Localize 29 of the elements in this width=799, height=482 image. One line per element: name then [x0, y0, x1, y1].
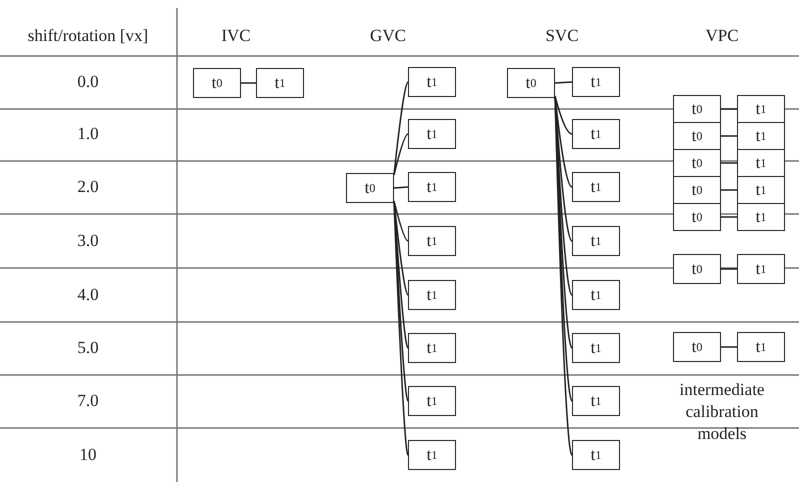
column-header: shift/rotation [vx]	[28, 26, 148, 46]
connector-line	[721, 162, 737, 164]
connector-line	[554, 96, 572, 135]
column-header: SVC	[545, 26, 579, 46]
row-label: 4.0	[77, 285, 99, 305]
row-label: 0.0	[77, 72, 99, 92]
connector-line	[721, 346, 737, 348]
connector-line	[721, 268, 737, 270]
connector-line	[393, 82, 409, 176]
connector-line	[721, 135, 737, 137]
column-header: GVC	[370, 26, 406, 46]
row-label: 3.0	[77, 231, 99, 251]
connector-line	[721, 108, 737, 110]
column-header: VPC	[705, 26, 739, 46]
connector-line	[554, 81, 572, 84]
connector-line	[393, 200, 409, 456]
connector-line	[394, 186, 408, 189]
note-text: intermediate calibration models	[678, 379, 766, 445]
connector-line	[393, 200, 408, 242]
row-label: 7.0	[77, 391, 99, 411]
row-label: 10	[80, 445, 96, 465]
connector-line	[721, 216, 737, 218]
row-label: 5.0	[77, 338, 99, 358]
connector-line	[721, 189, 737, 191]
connector-line	[241, 82, 256, 84]
row-label: 1.0	[77, 124, 99, 144]
connector-line	[393, 133, 408, 176]
column-header: IVC	[221, 26, 251, 46]
row-label: 2.0	[77, 177, 99, 197]
